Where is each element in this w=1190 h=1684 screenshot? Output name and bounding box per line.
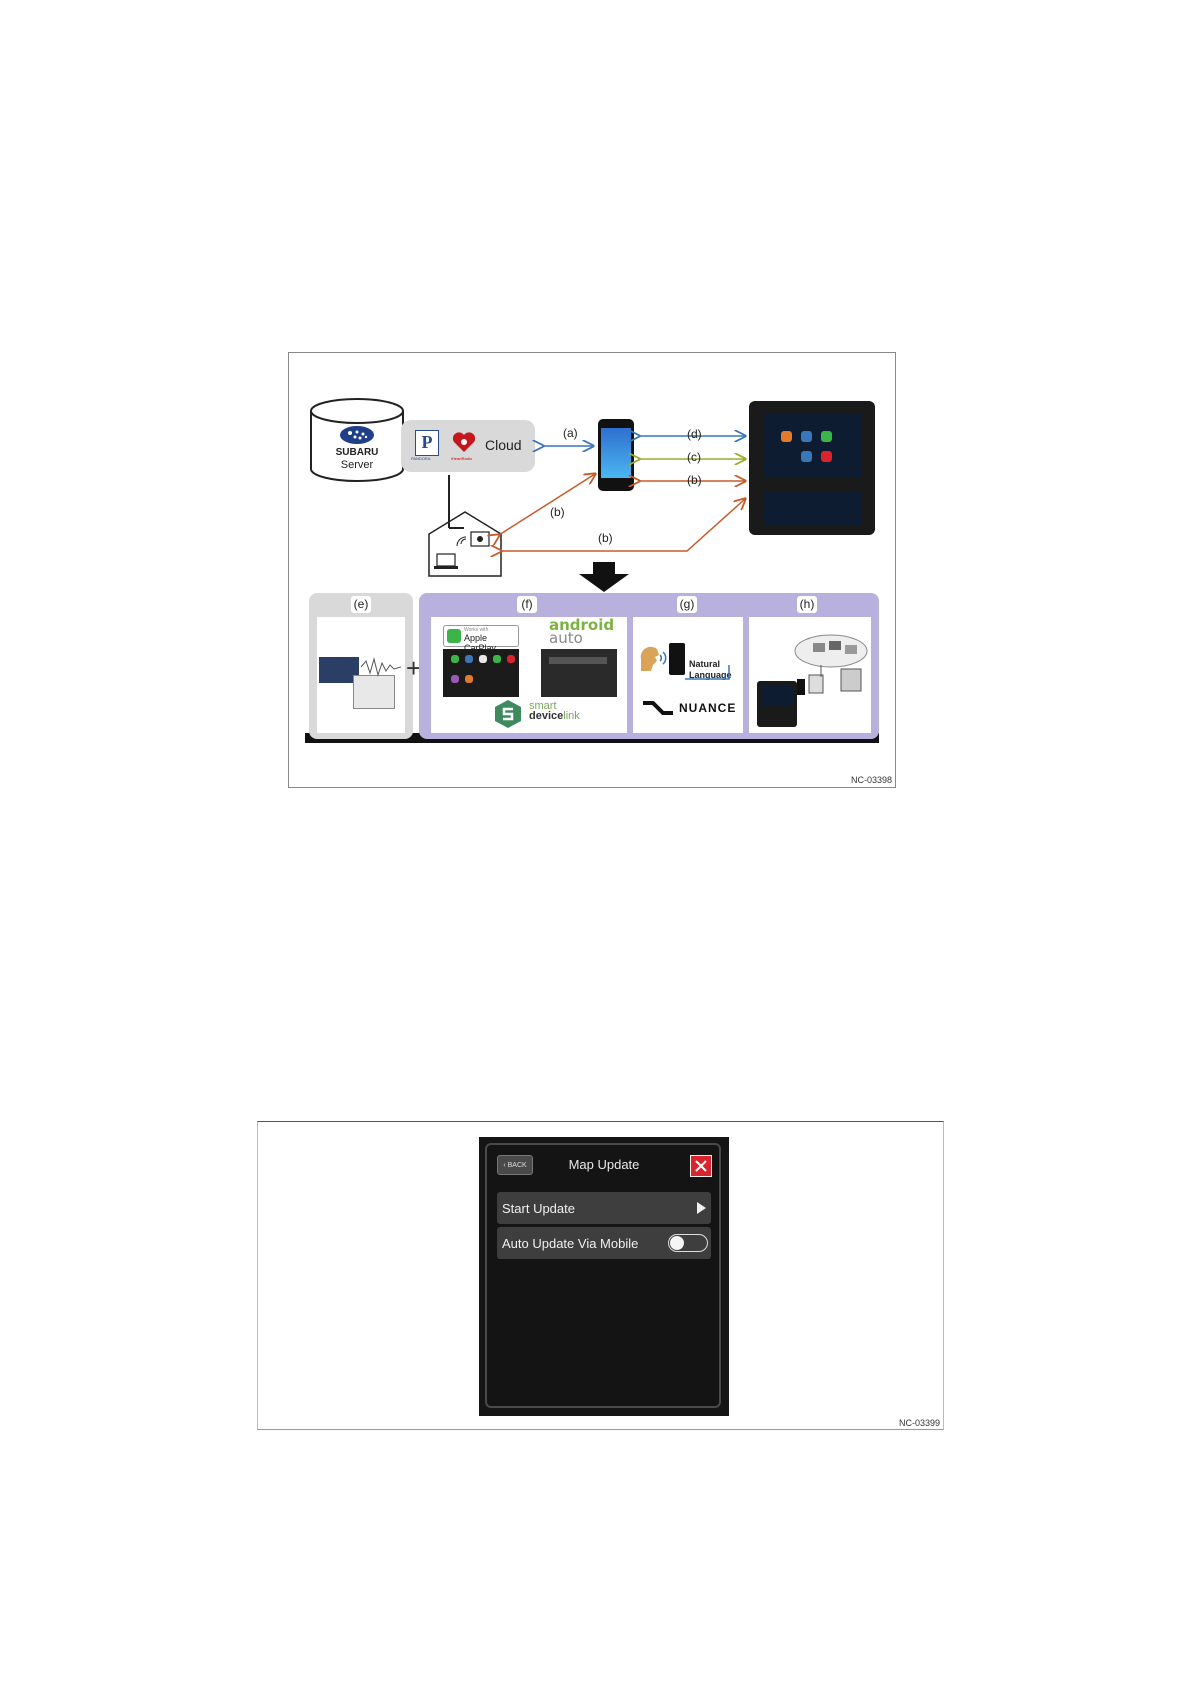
app-icon <box>479 655 487 663</box>
smartdevicelink-icon <box>493 699 523 729</box>
panel-e: (e) <box>309 593 413 739</box>
play-icon <box>697 1202 706 1214</box>
connection-arrows <box>289 353 897 593</box>
connected-services-illustration <box>749 617 871 733</box>
start-update-label: Start Update <box>502 1201 575 1216</box>
carplay-badge: Works with Apple CarPlay <box>443 625 519 647</box>
panel-tag-h: (h) <box>797 596 817 613</box>
close-button[interactable] <box>690 1155 712 1177</box>
app-icon <box>451 675 459 683</box>
carplay-icon <box>447 629 461 643</box>
system-overview-figure: SUBARU Server P PANDORA iHeartRadio Clou… <box>288 352 896 788</box>
arrow-label-b: (b) <box>550 505 565 519</box>
panel-fgh: (f) (g) (h) Works with Apple CarPlay and… <box>419 593 879 739</box>
panel-tag-e: (e) <box>351 596 371 613</box>
figure-code: NC-03398 <box>851 775 892 785</box>
bracket-arrow-icon <box>683 663 733 683</box>
close-icon <box>691 1156 711 1176</box>
arrow-label-b: (b) <box>598 531 613 545</box>
toggle-knob <box>670 1236 684 1250</box>
app-icon <box>493 655 501 663</box>
laptop-screen <box>353 675 395 709</box>
arrow-label-a: (a) <box>563 426 578 440</box>
nuance-label: NUANCE <box>679 701 736 715</box>
panel-f-content: Works with Apple CarPlay android auto <box>431 617 627 733</box>
map-update-figure: ‹ BACK Map Update Start Update Auto Upda… <box>257 1121 944 1430</box>
search-bar <box>549 657 607 664</box>
down-arrow-icon <box>579 562 629 592</box>
panel-tag-f: (f) <box>517 596 537 613</box>
sdl-link-text: link <box>563 710 580 722</box>
map-update-screen: ‹ BACK Map Update Start Update Auto Upda… <box>479 1137 729 1416</box>
app-icon <box>465 675 473 683</box>
start-update-row[interactable]: Start Update <box>497 1192 711 1224</box>
figure-code: NC-03399 <box>899 1418 940 1428</box>
app-icon <box>465 655 473 663</box>
screen-frame <box>485 1143 721 1408</box>
panel-h-content <box>749 617 871 733</box>
arrow-label-b: (b) <box>687 473 702 487</box>
app-icon <box>451 655 459 663</box>
sdl-line2: devicelink <box>529 711 580 721</box>
waveform-icon <box>361 657 401 677</box>
arrow-label-d: (d) <box>687 427 702 441</box>
android-auto-screen <box>541 649 617 697</box>
carplay-screen <box>443 649 519 697</box>
arrow-label-c: (c) <box>687 450 701 464</box>
auto-update-toggle[interactable] <box>668 1234 708 1252</box>
auto-update-label: Auto Update Via Mobile <box>502 1236 638 1251</box>
android-auto-line2: auto <box>549 632 583 645</box>
app-icon <box>507 655 515 663</box>
panel-e-content <box>317 617 405 733</box>
sdl-device-text: device <box>529 710 563 722</box>
nuance-logo-icon <box>641 699 675 717</box>
auto-update-row[interactable]: Auto Update Via Mobile <box>497 1227 711 1259</box>
panel-tag-g: (g) <box>677 596 697 613</box>
speaking-head-icon <box>637 643 667 673</box>
